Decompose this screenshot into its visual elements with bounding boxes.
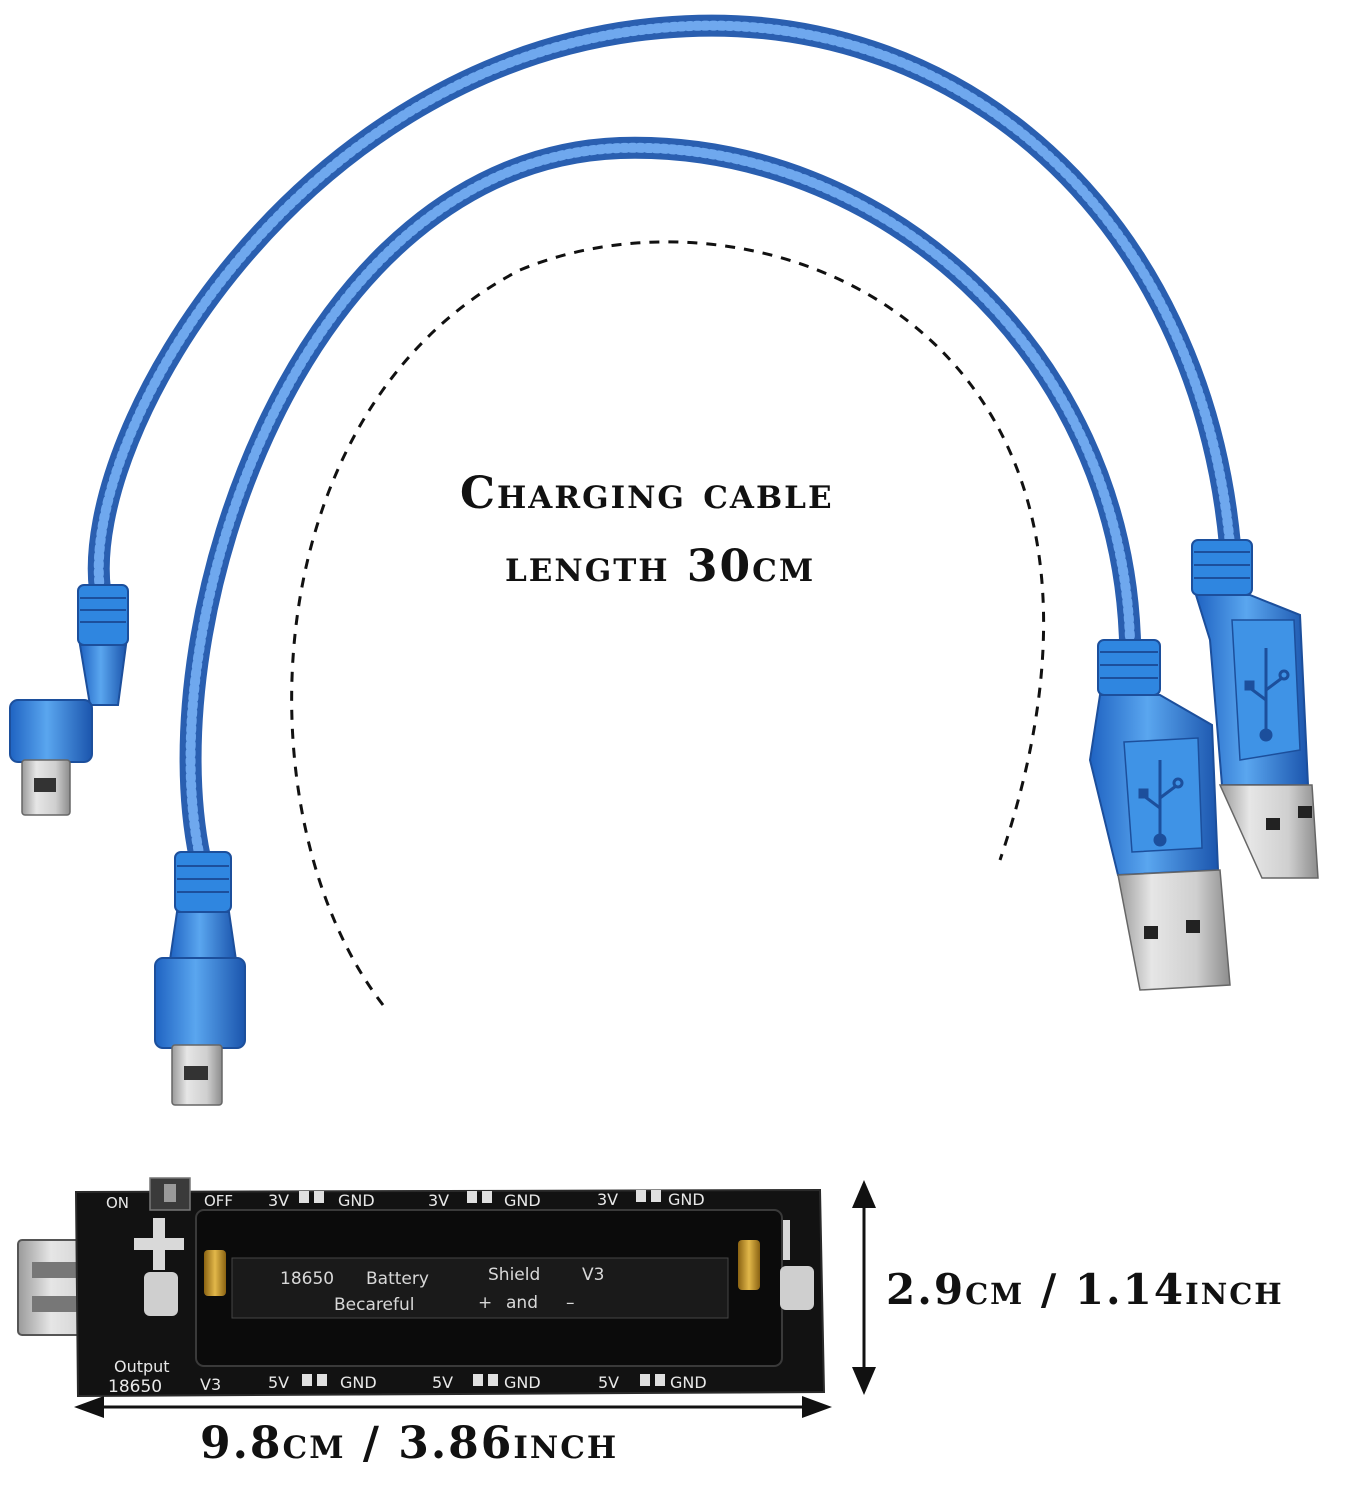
usb-symbol-icon: [1244, 648, 1290, 742]
battery-contact-negative: [738, 1240, 760, 1290]
top-pin-volt: 3V: [597, 1190, 618, 1209]
top-pin-gnd: GND: [668, 1190, 705, 1209]
battery-text-becareful: Becareful: [334, 1295, 414, 1315]
top-pin-volt: 3V: [268, 1191, 289, 1210]
version-label: V3: [200, 1375, 221, 1394]
battery-shield-board: ON OFF 3V GND 3V GND 3V GND Output 18650…: [17, 1177, 826, 1398]
top-pin-gnd: GND: [504, 1191, 541, 1210]
micro-usb-connector: [9, 584, 129, 816]
bottom-pin-gnd: GND: [670, 1373, 707, 1392]
battery-text-and: and: [506, 1293, 538, 1313]
usb-a-connector: [1088, 639, 1231, 991]
bottom-pin-pads: [302, 1374, 665, 1386]
switch-off-label: OFF: [204, 1192, 233, 1210]
length-dashed-arc: [290, 240, 1046, 1006]
usb-cable-back: [9, 14, 1319, 879]
board-width-caption: 9.8cm / 3.86inch: [200, 1418, 619, 1469]
width-dimension-arrow: [74, 1396, 832, 1418]
top-pin-volt: 3V: [428, 1191, 449, 1210]
bottom-pin-volt: 5V: [268, 1373, 289, 1392]
bottom-pin-volt: 5V: [598, 1373, 619, 1392]
model-label: 18650: [108, 1377, 162, 1397]
bottom-pin-gnd: GND: [340, 1373, 377, 1392]
output-label: Output: [114, 1357, 170, 1376]
usb-symbol-icon: [1138, 760, 1184, 847]
plus-icon: [134, 1218, 184, 1270]
battery-text-minus: –: [566, 1293, 575, 1313]
minus-icon: [780, 1220, 790, 1260]
micro-usb-connector: [154, 851, 246, 1106]
cable-length-caption-line1: Charging cable: [460, 468, 834, 519]
board-height-caption: 2.9cm / 1.14inch: [886, 1265, 1284, 1314]
battery-text-plus: +: [478, 1293, 492, 1313]
top-pin-gnd: GND: [338, 1191, 375, 1210]
battery-contact-positive: [204, 1250, 226, 1296]
battery-text-version: V3: [582, 1265, 604, 1285]
usb-cable-front: [154, 136, 1231, 1106]
battery-text-shield: Shield: [488, 1265, 540, 1285]
battery-text-model: 18650: [280, 1269, 334, 1289]
switch-on-label: ON: [106, 1194, 129, 1212]
top-pin-pads: [299, 1190, 661, 1203]
usb-a-connector: [1191, 539, 1319, 879]
bottom-pin-volt: 5V: [432, 1373, 453, 1392]
height-dimension-arrow: [852, 1180, 876, 1395]
cable-length-caption-line2: length 30cm: [505, 541, 816, 592]
battery-text-battery: Battery: [366, 1269, 429, 1289]
bottom-pin-gnd: GND: [504, 1373, 541, 1392]
